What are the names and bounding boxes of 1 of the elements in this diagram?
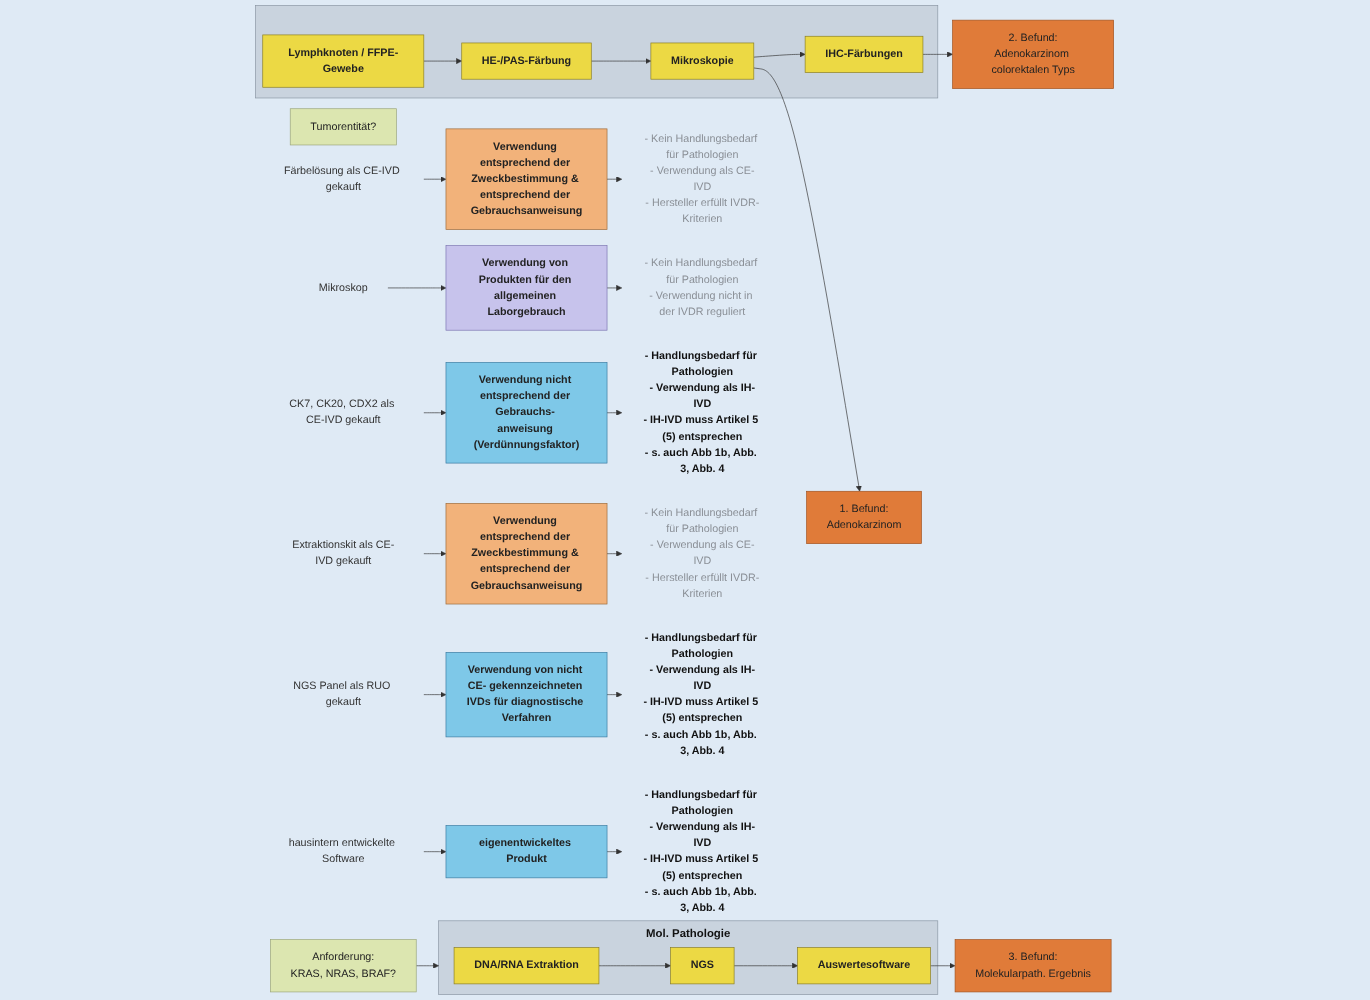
cluster <box>255 5 939 99</box>
